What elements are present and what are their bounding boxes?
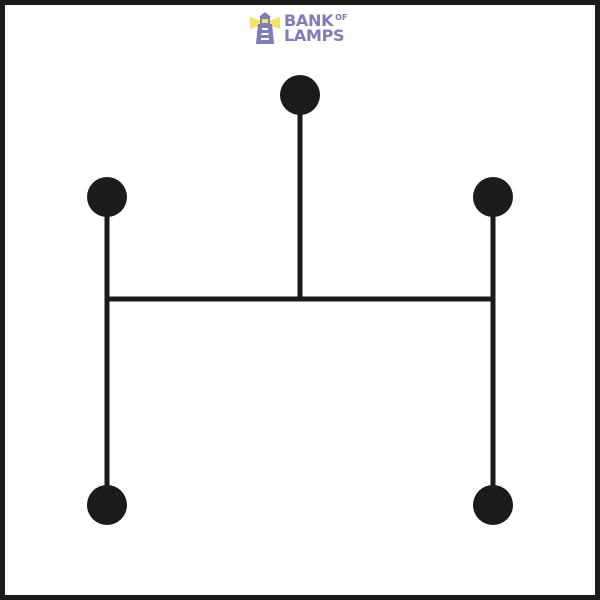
lighthouse-icon bbox=[250, 12, 280, 44]
bank-of-lamps-logo: BANK OF LAMPS bbox=[250, 9, 365, 47]
logo-word-of: OF bbox=[335, 12, 348, 22]
node-lower-right bbox=[473, 485, 513, 525]
node-upper-left bbox=[87, 177, 127, 217]
logo-word-lamps: LAMPS bbox=[284, 26, 345, 45]
logo-wordmark: BANK OF LAMPS bbox=[284, 10, 348, 45]
node-lower-left bbox=[87, 485, 127, 525]
node-upper-right bbox=[473, 177, 513, 217]
node-top bbox=[280, 75, 320, 115]
node-diagram bbox=[87, 75, 513, 525]
logo-word-bank: BANK bbox=[284, 10, 334, 30]
